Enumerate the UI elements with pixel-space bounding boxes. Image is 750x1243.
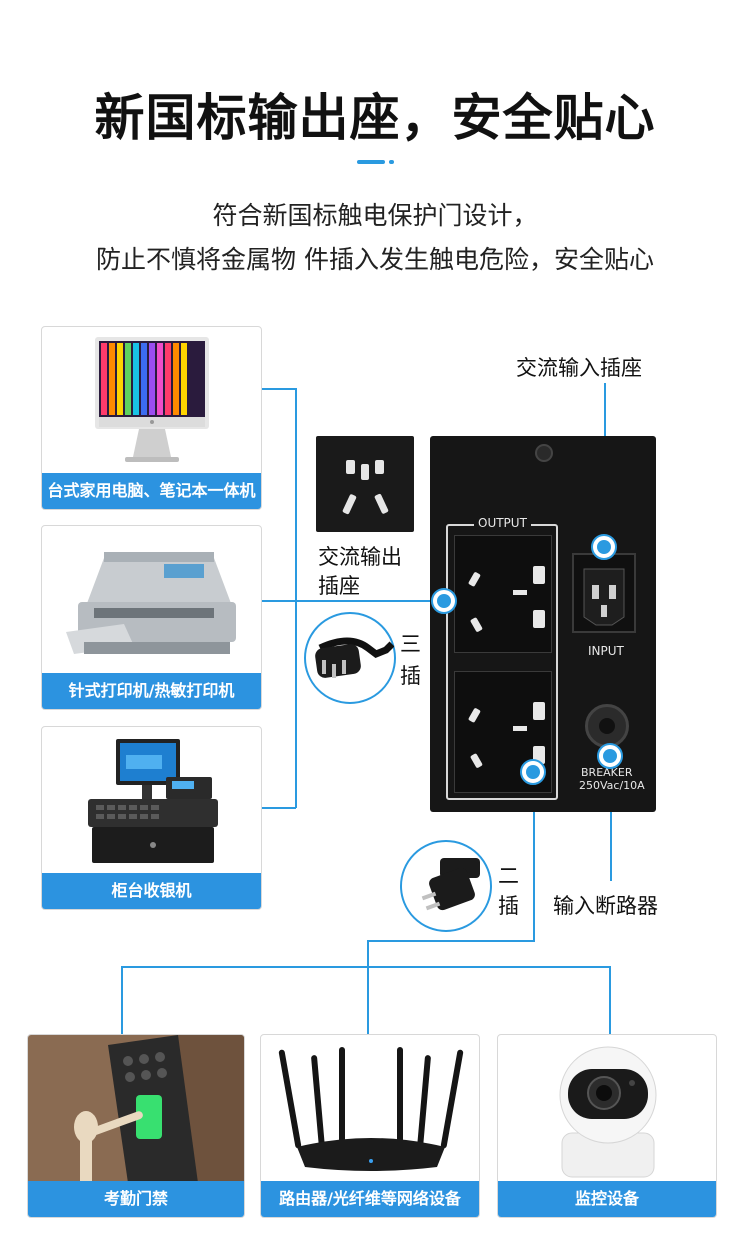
router-icon: [278, 1047, 464, 1171]
connector-line: [262, 600, 446, 602]
connection-dot-output: [431, 588, 457, 614]
cash-register-icon: [88, 739, 218, 863]
three-pin-plug-icon: [315, 637, 395, 678]
iec-input-socket: [572, 553, 636, 633]
device-caption: 针式打印机/热敏打印机: [42, 673, 261, 709]
three-pin-label-1: 三: [400, 632, 421, 656]
page-title: 新国标输出座，安全贴心: [94, 89, 656, 147]
dot-matrix-printer-icon: [66, 552, 236, 654]
title-accent-bar: [357, 160, 385, 164]
connector-line: [609, 966, 611, 1034]
fingerprint-access-icon: [28, 1035, 244, 1183]
security-camera-icon: [559, 1046, 657, 1178]
device-caption: 路由器/光纤维等网络设备: [261, 1181, 479, 1217]
ac-input-socket-label: 交流输入插座: [516, 356, 642, 380]
connector-line: [121, 966, 611, 968]
device-card-computer: 台式家用电脑、笔记本一体机: [41, 326, 262, 510]
desktop-computer-icon: [95, 337, 209, 462]
connection-dot-input: [591, 534, 617, 560]
ac-output-socket-label-1: 交流输出: [318, 545, 402, 569]
two-pin-label-1: 二: [498, 864, 519, 888]
device-caption: 考勤门禁: [28, 1181, 244, 1217]
output-label: OUTPUT: [474, 516, 531, 530]
two-pin-plug: [400, 840, 492, 932]
three-pin-plug: [304, 612, 396, 704]
device-caption: 柜台收银机: [42, 873, 261, 909]
connector-line: [367, 940, 369, 1034]
input-label: INPUT: [588, 644, 624, 658]
subtitle-line-2: 防止不慎将金属物 件插入发生触电危险，安全贴心: [96, 245, 654, 274]
connector-line: [533, 775, 535, 941]
output-socket-closeup: [316, 436, 414, 532]
device-card-cash-register: 柜台收银机: [41, 726, 262, 910]
device-card-access-control: 考勤门禁: [27, 1034, 245, 1218]
two-pin-plug-icon: [421, 858, 480, 911]
breaker-label-2: 250Vac/10A: [579, 779, 645, 792]
connector-line: [367, 940, 535, 942]
device-caption: 监控设备: [498, 1181, 716, 1217]
connector-line: [121, 966, 123, 1034]
connector-line: [295, 388, 297, 808]
breaker-label-1: BREAKER: [581, 766, 633, 779]
subtitle-line-1: 符合新国标触电保护门设计，: [212, 201, 538, 230]
device-card-printer: 针式打印机/热敏打印机: [41, 525, 262, 710]
connector-line: [262, 807, 296, 809]
device-card-camera: 监控设备: [497, 1034, 717, 1218]
top-screw: [535, 444, 553, 462]
title-accent-dot: [389, 160, 394, 164]
device-card-router: 路由器/光纤维等网络设备: [260, 1034, 480, 1218]
outlet-face-icon: [342, 460, 389, 515]
output-socket-1: [454, 535, 552, 653]
connection-dot-output-2: [520, 759, 546, 785]
output-socket-2: [454, 671, 552, 793]
device-caption: 台式家用电脑、笔记本一体机: [42, 473, 261, 509]
breaker-knob: [585, 704, 629, 748]
connection-dot-breaker: [597, 743, 623, 769]
connector-line: [262, 388, 296, 390]
two-pin-label-2: 插: [498, 894, 519, 918]
three-pin-label-2: 插: [400, 664, 421, 688]
input-breaker-label: 输入断路器: [553, 894, 658, 918]
ac-output-socket-label-2: 插座: [318, 574, 360, 598]
connector-line: [610, 756, 612, 881]
